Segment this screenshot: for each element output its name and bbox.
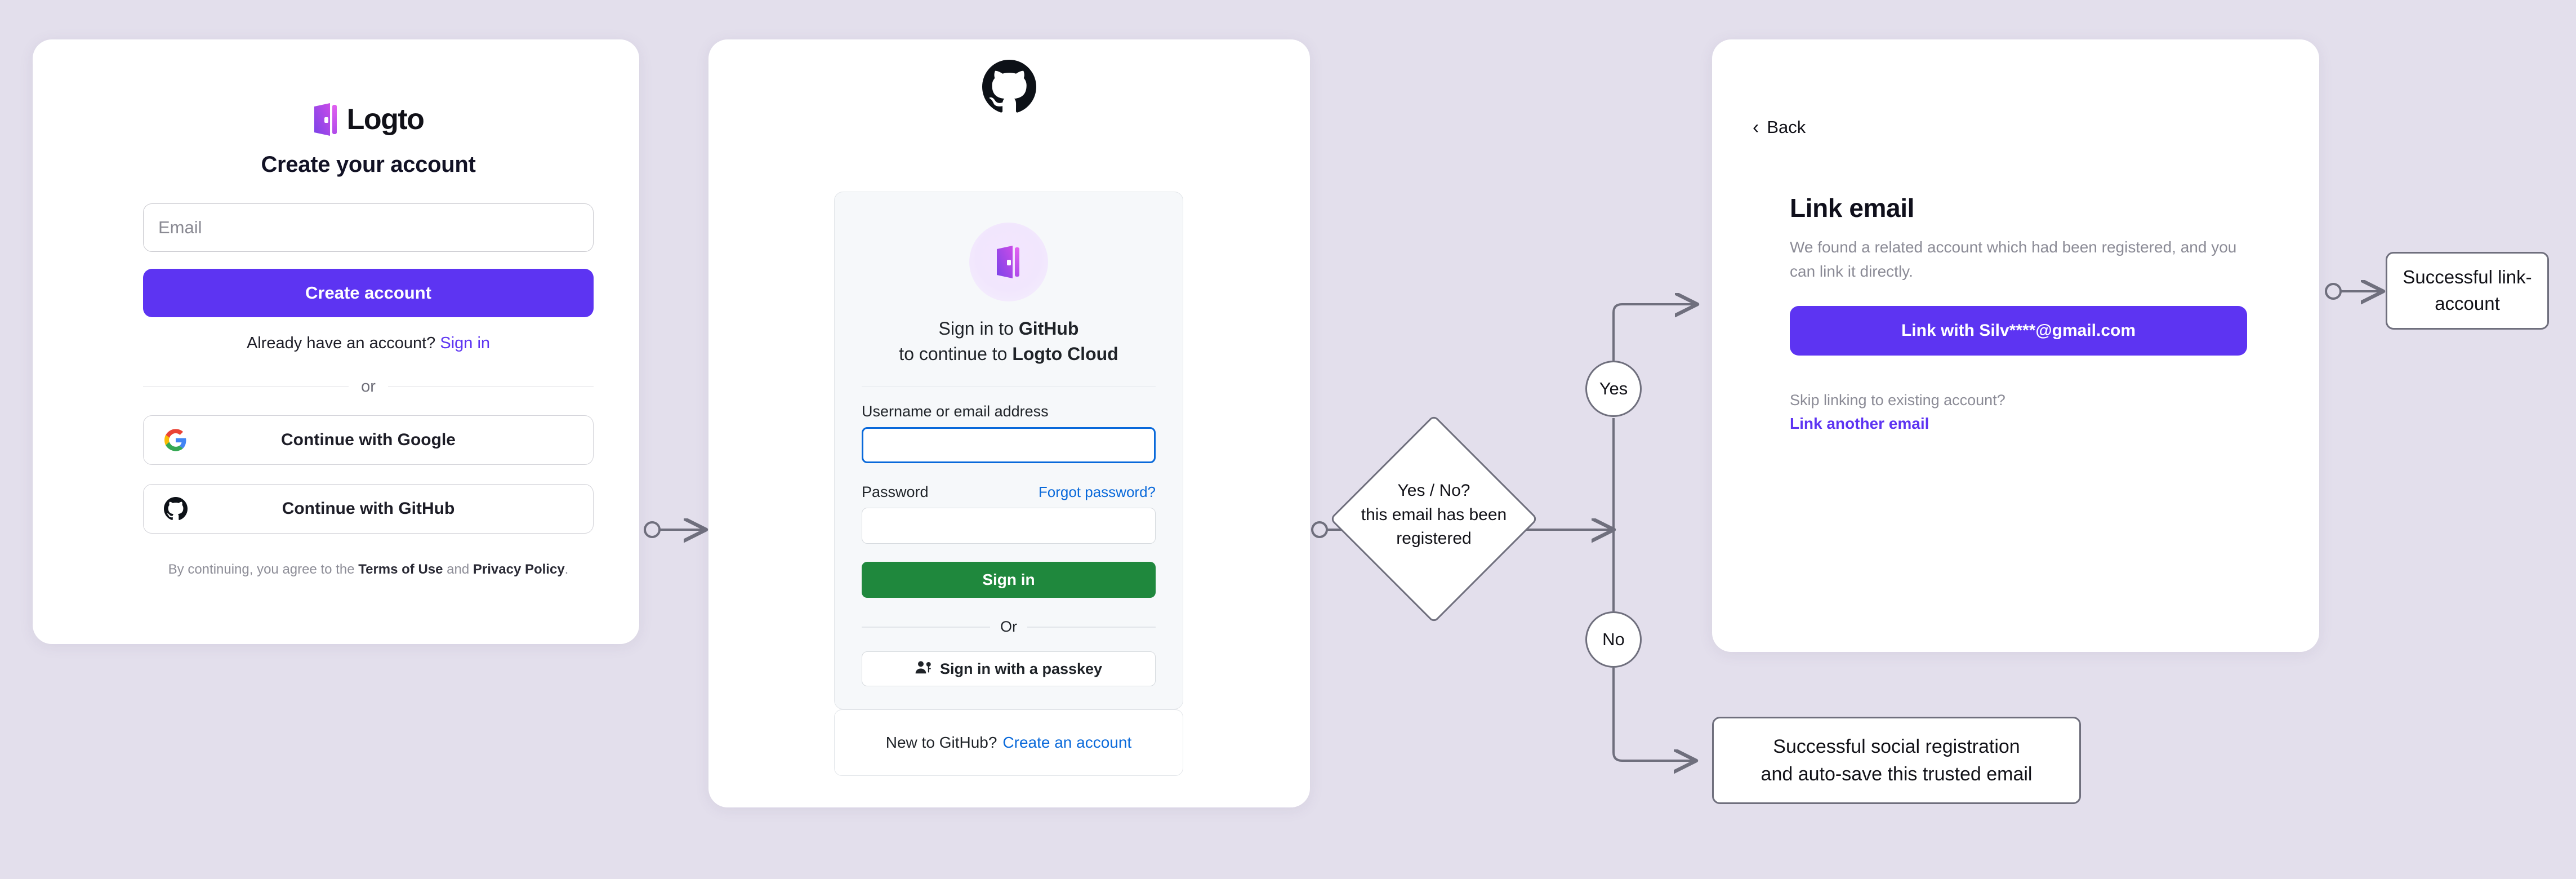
forgot-password-link[interactable]: Forgot password?	[1038, 483, 1156, 501]
terms-of-use-link[interactable]: Terms of Use	[358, 562, 443, 577]
link-email-title: Link email	[1790, 193, 1914, 223]
heading-line2-prefix: to continue to	[899, 344, 1013, 365]
passkey-button[interactable]: Sign in with a passkey	[862, 651, 1156, 687]
signup-card: Logto Create your account Email Create a…	[33, 39, 639, 644]
github-heading-line2: to continue to Logto Cloud	[862, 341, 1156, 367]
decision-diamond: Yes / No? this email has been registered	[1329, 414, 1539, 624]
divider-or: or	[143, 378, 594, 396]
passkey-icon	[915, 660, 932, 678]
new-to-github-text: New to GitHub?	[885, 734, 997, 751]
create-an-account-link[interactable]: Create an account	[1002, 734, 1132, 751]
decision-text: Yes / No? this email has been registered	[1313, 479, 1555, 551]
success-link-account-box: Successful link-account	[2386, 252, 2549, 330]
github-divider-label: Or	[1000, 618, 1017, 636]
link-email-card: ‹ Back Link email We found a related acc…	[1712, 39, 2319, 652]
page-title: Create your account	[261, 152, 476, 177]
skip-linking-text: Skip linking to existing account?	[1790, 392, 2005, 409]
github-divider-line-right	[1027, 627, 1156, 628]
divider-line-left	[143, 386, 349, 388]
panel-divider	[862, 386, 1156, 388]
continue-with-google-button[interactable]: Continue with Google	[143, 415, 594, 465]
github-icon	[163, 496, 189, 522]
github-sign-in-button[interactable]: Sign in	[862, 562, 1156, 598]
username-input[interactable]	[862, 427, 1156, 464]
github-signin-panel: Sign in to GitHub to continue to Logto C…	[834, 192, 1183, 710]
continue-with-google-label: Continue with Google	[281, 430, 456, 449]
sign-in-link[interactable]: Sign in	[440, 334, 491, 352]
passkey-label: Sign in with a passkey	[939, 660, 1103, 677]
back-label: Back	[1767, 117, 1806, 137]
continue-with-github-button[interactable]: Continue with GitHub	[143, 484, 594, 534]
legal-and: and	[443, 562, 473, 577]
heading-line2-app: Logto Cloud	[1012, 344, 1118, 365]
username-label: Username or email address	[862, 403, 1049, 420]
new-to-github-box: New to GitHub? Create an account	[834, 709, 1183, 776]
github-heading-line1: Sign in to GitHub	[862, 316, 1156, 341]
success-social-registration-box: Successful social registration and auto-…	[1712, 717, 2081, 804]
divider-line-right	[387, 386, 594, 388]
logto-wordmark: Logto	[346, 103, 425, 136]
logto-logo: Logto	[143, 99, 594, 140]
link-email-description: We found a related account which had bee…	[1790, 238, 2237, 280]
already-have-account-text: Already have an account?	[246, 334, 436, 352]
yes-node: Yes	[1585, 361, 1642, 417]
success-social-line2: and auto-save this trusted email	[1761, 763, 2033, 785]
github-divider: Or	[862, 618, 1156, 636]
heading-provider: GitHub	[1018, 318, 1079, 339]
decision-line3: registered	[1396, 529, 1472, 548]
email-input[interactable]: Email	[143, 203, 594, 252]
legal-suffix: .	[564, 562, 569, 577]
password-row: Password Forgot password?	[862, 483, 1156, 501]
privacy-policy-link[interactable]: Privacy Policy	[473, 562, 565, 577]
back-button[interactable]: ‹ Back	[1753, 117, 1806, 137]
decision-line1: Yes / No?	[1397, 481, 1470, 500]
password-input[interactable]	[862, 508, 1156, 544]
email-placeholder: Email	[158, 217, 202, 237]
create-account-button[interactable]: Create account	[143, 269, 594, 317]
google-icon	[163, 427, 189, 453]
no-node: No	[1585, 611, 1642, 668]
legal-text: By continuing, you agree to the Terms of…	[143, 560, 594, 580]
heading-prefix: Sign in to	[938, 318, 1019, 339]
password-label: Password	[862, 483, 929, 501]
decision-line2: this email has been	[1361, 505, 1507, 524]
success-social-line1: Successful social registration	[1773, 736, 2020, 758]
github-divider-line-left	[862, 627, 990, 628]
github-heading: Sign in to GitHub to continue to Logto C…	[862, 316, 1156, 367]
github-signin-card: Sign in to GitHub to continue to Logto C…	[708, 39, 1310, 807]
link-with-email-button[interactable]: Link with Silv****@gmail.com	[1790, 306, 2247, 356]
link-another-email-link[interactable]: Link another email	[1790, 415, 1929, 433]
github-mark-icon	[982, 60, 1036, 114]
legal-prefix: By continuing, you agree to the	[168, 562, 359, 577]
chevron-left-icon: ‹	[1753, 117, 1759, 138]
logto-door-icon	[997, 246, 1019, 278]
divider-label: or	[361, 378, 376, 396]
already-have-account: Already have an account? Sign in	[143, 334, 594, 353]
app-logo-badge	[969, 223, 1048, 301]
logto-door-icon	[313, 102, 339, 137]
continue-with-github-label: Continue with GitHub	[282, 499, 455, 518]
